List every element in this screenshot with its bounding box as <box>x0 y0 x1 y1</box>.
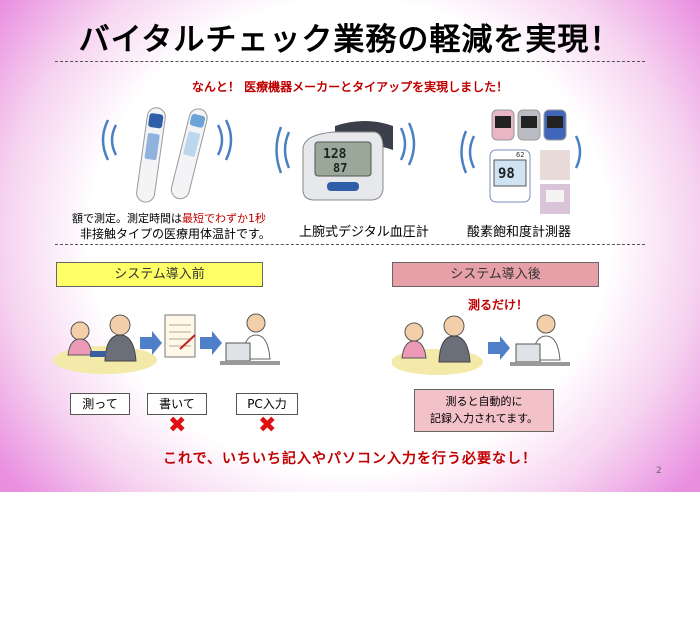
subtitle: なんと！ 医療機器メーカーとタイアップを実現しました！ <box>191 80 509 94</box>
divider-middle <box>55 244 645 245</box>
x-mark-pc-input: ✖ <box>258 413 277 438</box>
thermometer-caption-1: 額で測定。測定時間は最短でわずか1秒 <box>72 210 266 226</box>
page-number: 2 <box>656 466 662 476</box>
blood-pressure-caption: 上腕式デジタル血圧計 <box>299 225 429 240</box>
divider-top <box>55 61 645 62</box>
blood-pressure-monitor-illustration: 128 87 <box>275 121 416 201</box>
oximeter-screen-a: 98 <box>498 166 515 182</box>
measure-only-note: 測るだけ！ <box>468 298 529 312</box>
oximeter-illustration: 98 62 <box>460 109 582 214</box>
before-system-label: システム導入前 <box>56 262 263 287</box>
step-write: 書いて <box>147 393 207 415</box>
step-pc-input: PC入力 <box>236 393 298 415</box>
auto-record-line1: 測ると自動的に <box>445 395 523 408</box>
thermometer-illustration <box>101 107 233 203</box>
x-mark-write: ✖ <box>168 413 187 438</box>
bottom-message: これで、いちいち記入やパソコン入力を行う必要なし！ <box>162 451 538 467</box>
thermometer-caption-1a: 額で測定。測定時間は <box>72 212 182 225</box>
after-system-label: システム導入後 <box>392 262 599 287</box>
after-workflow-illustration <box>392 314 570 375</box>
before-workflow-illustration <box>53 313 280 374</box>
step-measure: 測って <box>70 393 130 415</box>
auto-record-line2: 記録入力されてます。 <box>429 412 539 425</box>
thermometer-caption-1b: 最短でわずか1秒 <box>182 212 266 225</box>
slide-title: バイタルチェック業務の軽減を実現！ <box>78 22 622 58</box>
slide: バイタルチェック業務の軽減を実現！ なんと！ 医療機器メーカーとタイアップを実現… <box>0 0 700 492</box>
bp-screen-bottom: 87 <box>333 161 347 175</box>
oximeter-caption: 酸素飽和度計測器 <box>467 225 572 240</box>
oximeter-screen-b: 62 <box>516 151 524 159</box>
bp-screen-top: 128 <box>323 147 347 162</box>
auto-record-box: 測ると自動的に 記録入力されてます。 <box>414 389 554 432</box>
thermometer-caption-2: 非接触タイプの医療用体温計です。 <box>80 227 271 241</box>
